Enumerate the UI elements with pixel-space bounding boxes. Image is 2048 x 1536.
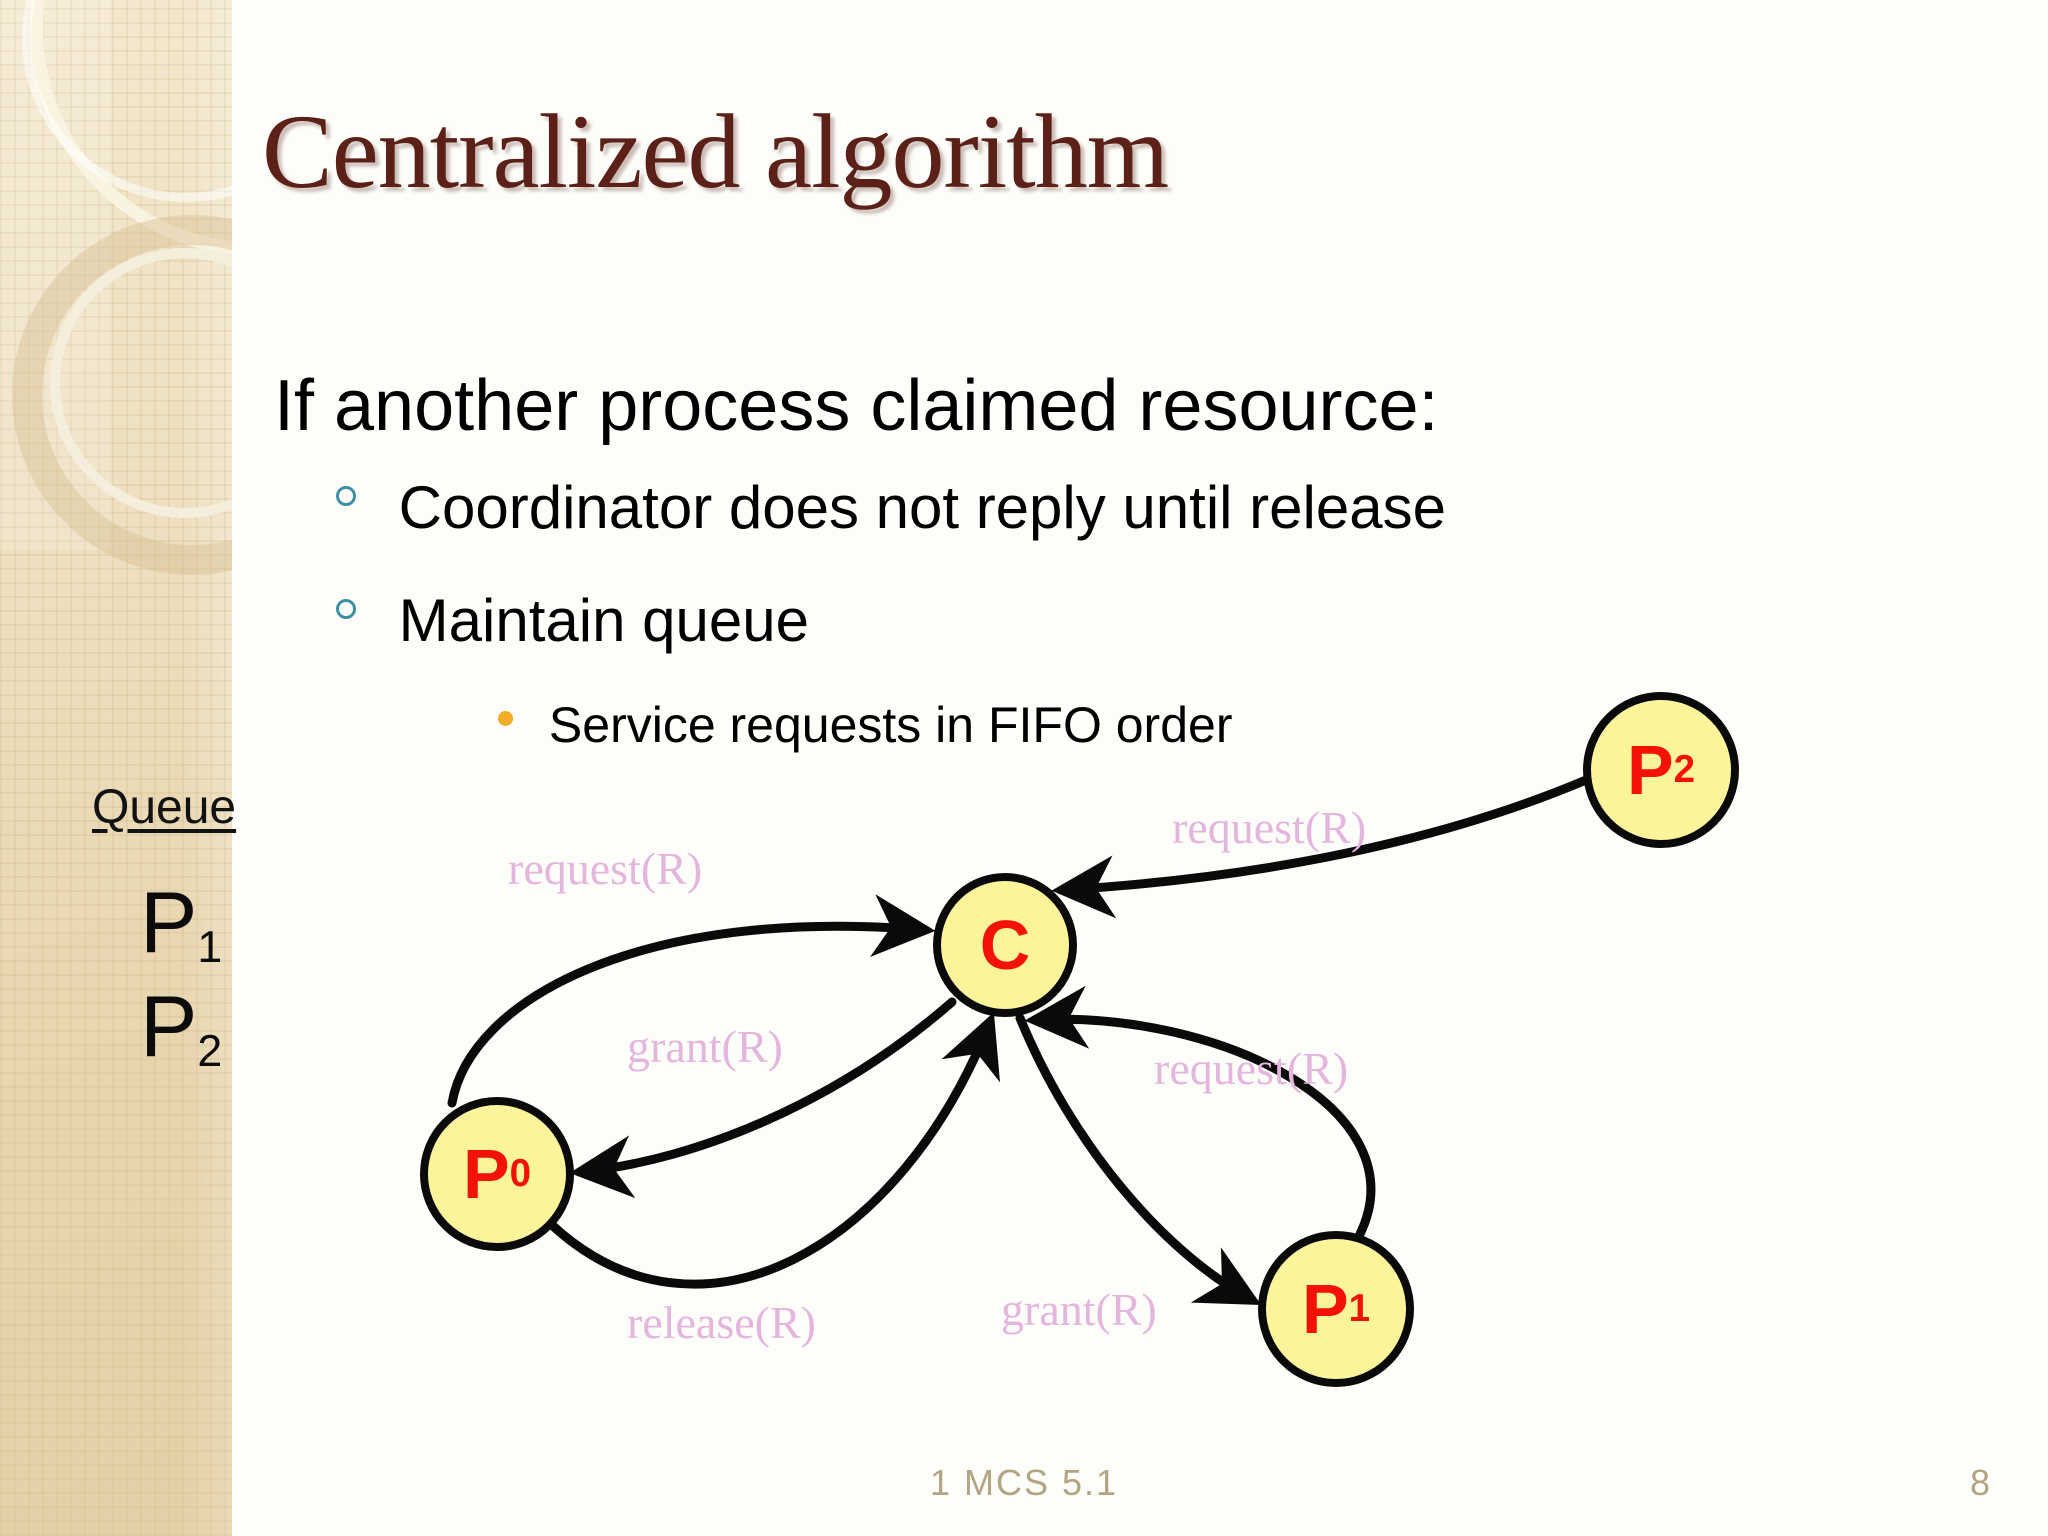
footer-note: 1 MCS 5.1 xyxy=(929,1462,1119,1503)
bullet-level1-claimed-resource: If another process claimed resource: xyxy=(274,370,1439,442)
bullet-level1-label: If another process claimed resource: xyxy=(274,366,1439,446)
edge-label-grant-p0: grant(R) xyxy=(627,1021,783,1072)
filled-dot-bullet-icon xyxy=(498,711,513,726)
node-label: P xyxy=(462,1135,510,1213)
edge-label-request-p2: request(R) xyxy=(1172,802,1367,853)
queue-list-item: P2 xyxy=(140,984,222,1075)
edge-p0-to-c-request xyxy=(447,894,936,1108)
queue-list-item: P1 xyxy=(140,880,222,971)
queue-item-subscript: 2 xyxy=(197,1026,223,1076)
edge-label-request-p1: request(R) xyxy=(1154,1043,1349,1094)
bullet-level3-fifo-order: Service requests in FIFO order xyxy=(498,700,1232,750)
edge-label-release-p0: release(R) xyxy=(627,1297,816,1348)
queue-item-base: P xyxy=(140,979,198,1075)
bullet-level3-label: Service requests in FIFO order xyxy=(548,697,1233,753)
slide-title: Centralized algorithm xyxy=(262,93,1169,210)
page-number: 8 xyxy=(1969,1462,1990,1503)
node-label-subscript: 0 xyxy=(509,1151,532,1195)
edge-label-request-p0: request(R) xyxy=(508,843,703,894)
sidebar-gradient-overlay xyxy=(0,640,232,1536)
bullet-level2-maintain-queue: Maintain queue xyxy=(336,591,809,651)
hollow-circle-bullet-icon xyxy=(336,599,356,620)
edge-label-grant-p1: grant(R) xyxy=(1001,1284,1157,1335)
node-coordinator[interactable]: C xyxy=(933,873,1077,1017)
bullet-level2-coordinator-reply: Coordinator does not reply until release xyxy=(336,478,1446,538)
node-label: C xyxy=(979,906,1031,984)
bullet-level2-label: Coordinator does not reply until release xyxy=(398,474,1446,541)
queue-item-subscript: 1 xyxy=(197,922,223,972)
node-label-subscript: 2 xyxy=(1673,747,1696,791)
bullet-level2-label: Maintain queue xyxy=(398,587,809,654)
node-label: P xyxy=(1626,731,1674,809)
node-label-subscript: 1 xyxy=(1348,1286,1371,1330)
queue-heading: Queue xyxy=(92,781,237,834)
node-label: P xyxy=(1301,1270,1349,1348)
queue-item-base: P xyxy=(140,875,198,971)
decorative-sidebar xyxy=(0,0,232,1536)
hollow-circle-bullet-icon xyxy=(336,486,356,507)
